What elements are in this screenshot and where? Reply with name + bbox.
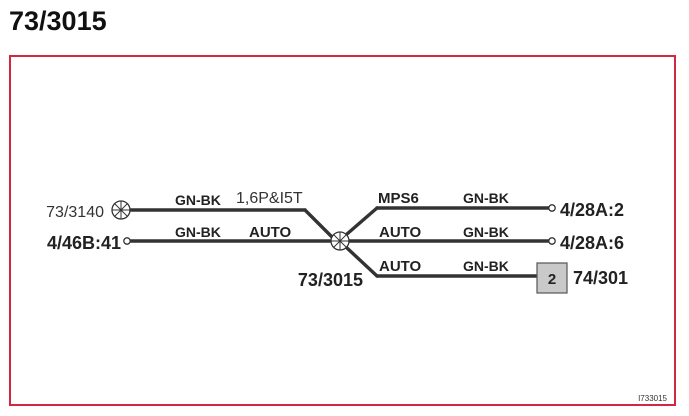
component-box-number: 2	[548, 271, 556, 288]
wire-color-left-bottom: GN-BK	[175, 224, 221, 240]
figure-code: I733015	[638, 394, 667, 403]
wire-color-right-bottom: GN-BK	[463, 258, 509, 274]
wire-condition-right-bottom: AUTO	[379, 258, 422, 275]
connector-label-left-bottom: 4/46B:41	[47, 233, 121, 253]
splice-point-icon	[330, 231, 350, 251]
wire-color-right-middle: GN-BK	[463, 224, 509, 240]
wire-right-top-slant	[345, 206, 379, 236]
wire-color-right-top: GN-BK	[463, 190, 509, 206]
wire-left-top-slant	[303, 208, 335, 240]
ground-connector-icon	[111, 200, 131, 220]
wire-color-left-top: GN-BK	[175, 192, 221, 208]
open-terminal-icon	[123, 237, 131, 245]
diagram-frame	[9, 55, 676, 406]
connector-label-right-middle: 4/28A:6	[560, 233, 624, 253]
connector-label-right-bottom: 74/301	[573, 268, 628, 288]
wire-condition-right-top: MPS6	[378, 190, 419, 207]
page-title: 73/3015	[9, 6, 107, 36]
wire-right-bottom-slant	[345, 246, 379, 278]
connector-label-right-top: 4/28A:2	[560, 200, 624, 220]
wire-condition-right-middle: AUTO	[379, 224, 422, 241]
wire-condition-left-bottom: AUTO	[249, 224, 292, 241]
component-box	[536, 262, 568, 294]
connector-label-left-top: 73/3140	[46, 204, 104, 221]
wire-condition-left-top: 1,6P&I5T	[236, 190, 303, 207]
open-terminal-icon	[548, 204, 556, 212]
connector-label-center: 73/3015	[298, 270, 363, 290]
open-terminal-icon	[548, 237, 556, 245]
